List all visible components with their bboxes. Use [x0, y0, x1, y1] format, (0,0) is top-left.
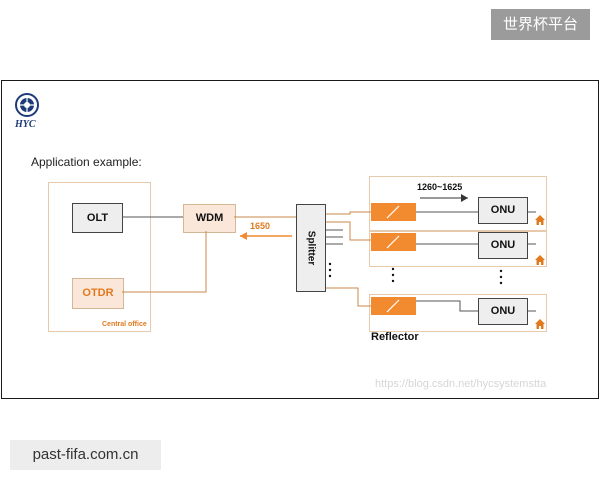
logo — [14, 92, 46, 123]
downstream-wavelength-label: 1260~1625 — [417, 182, 463, 192]
watermark: https://blog.csdn.net/hycsystemstta — [375, 378, 547, 390]
ellipsis-dots — [391, 267, 395, 283]
hyc-logo-icon — [15, 93, 39, 117]
olt-box: OLT — [72, 203, 123, 233]
filter-slash-icon — [386, 205, 400, 219]
otdr-box: OTDR — [72, 278, 124, 309]
onu-row-box-1 — [369, 176, 547, 231]
reflector-3 — [371, 297, 416, 315]
reflector-2 — [371, 233, 416, 251]
filter-slash-icon — [386, 299, 400, 313]
central-office-box — [48, 182, 151, 332]
onu-row-box-3 — [369, 294, 547, 332]
house-icon — [535, 255, 545, 265]
wdm-box: WDM — [183, 204, 236, 233]
ellipsis-dots — [499, 269, 503, 285]
onu-box-2: ONU — [478, 232, 528, 259]
onu-box-3: ONU — [478, 298, 528, 325]
onu-row-box-2 — [369, 231, 547, 267]
logo-text: HYC — [15, 119, 36, 130]
splitter-label: Splitter — [305, 230, 317, 266]
central-office-label: Central office — [102, 321, 147, 328]
bottom-badge: past-fifa.com.cn — [10, 440, 161, 470]
upstream-wavelength-label: 1650 — [250, 221, 271, 231]
reflector-label: Reflector — [371, 331, 419, 343]
splitter-box: Splitter — [296, 204, 326, 292]
diagram-heading: Application example: — [31, 155, 142, 169]
filter-slash-icon — [386, 235, 400, 249]
onu-box-1: ONU — [478, 197, 528, 224]
house-icon — [535, 319, 545, 329]
ellipsis-dots — [328, 262, 332, 278]
reflector-1 — [371, 203, 416, 221]
house-icon — [535, 215, 545, 225]
corner-badge: 世界杯平台 — [491, 9, 590, 40]
